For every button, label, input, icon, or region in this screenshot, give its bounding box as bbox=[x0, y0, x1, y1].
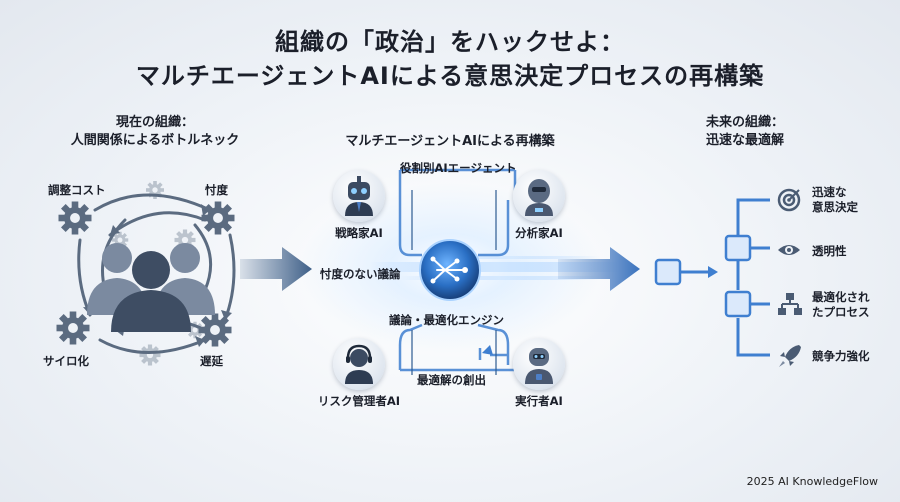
engine-node bbox=[419, 239, 481, 301]
outcome-competitive: 競争力強化 bbox=[812, 349, 870, 363]
android-icon bbox=[525, 179, 553, 216]
outcome-process-line-2: たプロセス bbox=[812, 305, 870, 319]
right-heading: 未来の組織： 迅速な最適解 bbox=[680, 114, 810, 150]
outcome-transparency: 透明性 bbox=[812, 244, 847, 258]
gear-icon bbox=[58, 201, 92, 235]
label-coordination-cost: 調整コスト bbox=[48, 183, 106, 197]
agent-label-analyst: 分析家AI bbox=[515, 226, 563, 240]
agent-label-executor: 実行者AI bbox=[515, 394, 563, 408]
network-icon bbox=[432, 258, 466, 282]
robot-icon bbox=[345, 176, 373, 216]
label-optimal-solution: 最適解の創出 bbox=[417, 373, 486, 387]
gear-icon bbox=[198, 313, 232, 347]
strategist-avatar bbox=[333, 170, 385, 222]
label-sontaku: 忖度 bbox=[205, 183, 228, 197]
left-heading: 現在の組織： 人間関係によるボトルネック bbox=[55, 114, 255, 150]
label-no-sontaku-debate: 忖度のない議論 bbox=[320, 267, 401, 281]
bottleneck-illustration bbox=[56, 181, 236, 366]
outcome-speed: 迅速な 意思決定 bbox=[812, 185, 858, 215]
title-line-2: マルチエージェントAIによる意思決定プロセスの再構築 bbox=[135, 62, 765, 90]
footer-credit: 2025 AI KnowledgeFlow bbox=[746, 475, 878, 488]
label-role-agents: 役割別AIエージェント bbox=[400, 161, 517, 175]
executor-avatar bbox=[513, 338, 565, 390]
hierarchy-icon bbox=[778, 293, 802, 315]
tree-node bbox=[724, 290, 752, 318]
right-heading-line-2: 迅速な最適解 bbox=[705, 133, 784, 148]
label-engine: 議論・最適化エンジン bbox=[389, 313, 504, 327]
left-heading-line-1: 現在の組織： bbox=[115, 115, 194, 130]
eye-icon bbox=[778, 245, 800, 255]
rocket-icon bbox=[779, 345, 801, 367]
bus-arrow-head bbox=[482, 345, 493, 355]
risk-manager-avatar bbox=[333, 338, 385, 390]
tangle-arrow bbox=[93, 193, 212, 212]
robot-icon bbox=[525, 348, 553, 384]
right-heading-line-1: 未来の組織： bbox=[705, 115, 784, 130]
outcome-process: 最適化され たプロセス bbox=[812, 290, 870, 320]
people-group-icon bbox=[87, 243, 215, 332]
label-silo: サイロ化 bbox=[43, 354, 89, 368]
flow-arrow-1 bbox=[240, 247, 312, 291]
decision-tree bbox=[654, 198, 770, 357]
tree-root-node bbox=[654, 258, 682, 286]
gear-icon bbox=[56, 311, 90, 345]
left-heading-line-2: 人間関係によるボトルネック bbox=[70, 133, 240, 148]
faint-gear-icon bbox=[139, 344, 161, 366]
headset-agent-icon bbox=[345, 344, 373, 384]
gear-icon bbox=[201, 201, 235, 235]
analyst-avatar bbox=[513, 170, 565, 222]
flow-arrow-2 bbox=[558, 247, 640, 291]
tree-node bbox=[724, 234, 752, 262]
outcome-speed-line-2: 意思決定 bbox=[812, 200, 858, 214]
outcome-speed-line-1: 迅速な bbox=[812, 185, 847, 199]
agent-connector-lines bbox=[398, 168, 517, 375]
target-icon bbox=[777, 188, 801, 212]
outcome-process-line-1: 最適化され bbox=[812, 290, 870, 304]
center-heading: マルチエージェントAIによる再構築 bbox=[345, 134, 555, 149]
title-line-1: 組織の「政治」をハックせよ： bbox=[275, 28, 625, 56]
agent-label-strategist: 戦略家AI bbox=[335, 226, 383, 240]
label-delay: 遅延 bbox=[200, 354, 223, 368]
agent-label-risk: リスク管理者AI bbox=[317, 394, 401, 408]
